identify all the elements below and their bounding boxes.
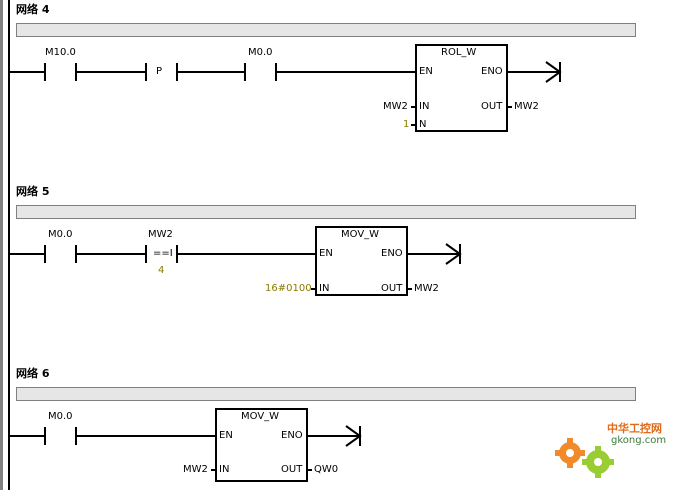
- in-operand[interactable]: MW2: [183, 464, 208, 475]
- out-operand[interactable]: MW2: [514, 101, 539, 112]
- out-label: OUT: [381, 283, 403, 294]
- out-label: OUT: [281, 464, 303, 475]
- mov-w-box-title: MOV_W: [241, 411, 280, 422]
- compare-op-label: ==I: [153, 248, 173, 259]
- network-4-title[interactable]: 网络 4: [16, 3, 50, 16]
- compare-value[interactable]: 4: [158, 265, 165, 276]
- left-rail-shadow: [0, 0, 3, 490]
- watermark-site: gkong.com: [611, 435, 667, 446]
- out-label: OUT: [481, 101, 503, 112]
- contact-m0-0-label: M0.0: [248, 47, 273, 58]
- out-operand[interactable]: QW0: [314, 464, 339, 475]
- network-6-title[interactable]: 网络 6: [16, 367, 50, 380]
- rung-6: [9, 408, 362, 482]
- in-label: IN: [219, 464, 230, 475]
- en-label: EN: [219, 430, 233, 441]
- in-operand[interactable]: MW2: [383, 101, 408, 112]
- contact-m10-0-label: M10.0: [45, 47, 76, 58]
- en-label: EN: [419, 66, 433, 77]
- out-operand[interactable]: MW2: [414, 283, 439, 294]
- contact-m0-0-label: M0.0: [48, 229, 73, 240]
- compare-operand-label: MW2: [148, 229, 173, 240]
- rol-w-box-title: ROL_W: [441, 47, 477, 58]
- network-5-comment[interactable]: [16, 205, 636, 219]
- network-5-title[interactable]: 网络 5: [16, 185, 50, 198]
- network-4-comment[interactable]: [16, 23, 636, 37]
- watermark-brand: 中华工控网: [607, 422, 662, 435]
- in-label: IN: [319, 283, 330, 294]
- rung-5: [9, 226, 462, 296]
- watermark: 中华工控网 gkong.com: [555, 418, 680, 468]
- rung-4: [9, 44, 562, 132]
- contact-m0-0-label: M0.0: [48, 411, 73, 422]
- eno-label: ENO: [481, 66, 503, 77]
- in-label: IN: [419, 101, 430, 112]
- in-operand[interactable]: 16#0100: [265, 283, 312, 294]
- n-label: N: [419, 119, 427, 130]
- eno-label: ENO: [381, 248, 403, 259]
- gear-logo-icon: [555, 438, 614, 478]
- en-label: EN: [319, 248, 333, 259]
- n-operand[interactable]: 1: [403, 119, 410, 130]
- p-contact-label: P: [156, 66, 163, 77]
- network-6-comment[interactable]: [16, 387, 636, 401]
- eno-label: ENO: [281, 430, 303, 441]
- mov-w-box-title: MOV_W: [341, 229, 380, 240]
